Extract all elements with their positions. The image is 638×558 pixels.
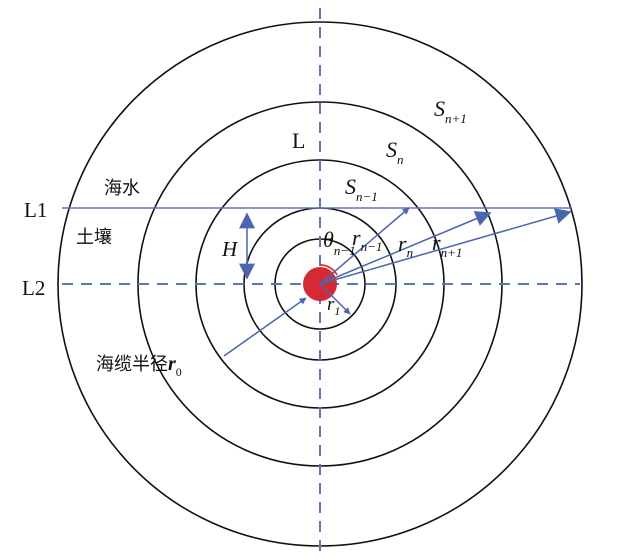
label-r-n-plus-1: rn+1	[432, 230, 462, 260]
label-s-n-plus-1: Sn+1	[434, 96, 467, 126]
label-L1: L1	[24, 198, 47, 222]
arrow-r-n	[319, 211, 492, 285]
label-s-n: Sn	[386, 137, 404, 167]
label-L2: L2	[22, 276, 45, 300]
arrow-r-n-1	[319, 207, 410, 285]
label-L: L	[292, 128, 305, 153]
radius-arrows	[223, 207, 572, 357]
label-seawater: 海水	[104, 178, 140, 199]
label-H: H	[221, 237, 239, 261]
labels: Sn+1 Sn Sn−1 L L1 L2 海水 土壤 H θn−1 rn−1 r…	[22, 96, 467, 379]
arrow-r1	[319, 283, 351, 315]
arrow-r-n1	[319, 208, 572, 285]
label-r-n: rn	[398, 231, 413, 260]
label-s-n-minus-1: Sn−1	[345, 174, 378, 204]
label-theta: θn−1	[323, 227, 356, 258]
label-r-n-minus-1: rn−1	[352, 225, 382, 254]
label-r1: r1	[327, 294, 340, 318]
theta-arc	[319, 264, 338, 276]
label-cable-radius: 海缆半径r0	[96, 353, 182, 379]
arrow-r0	[223, 297, 307, 357]
label-soil: 土壤	[76, 227, 112, 248]
